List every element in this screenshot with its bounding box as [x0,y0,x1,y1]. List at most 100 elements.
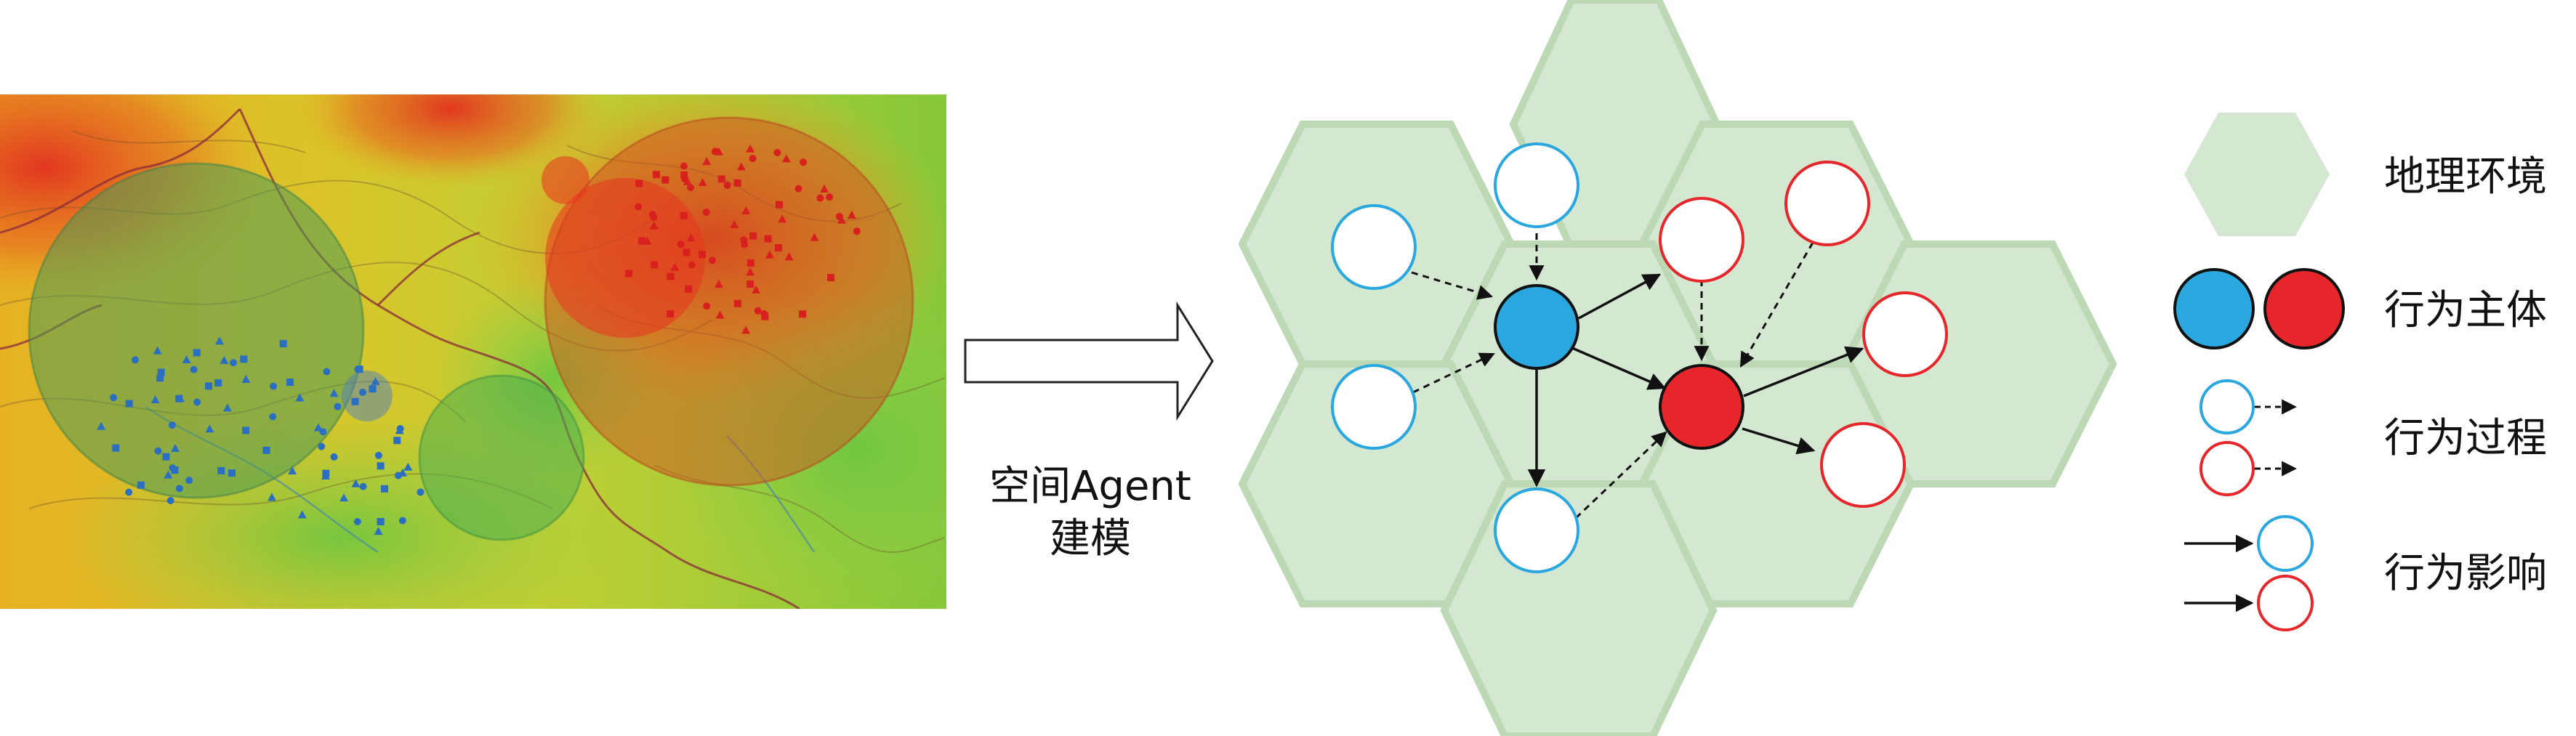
legend-process-blue-icon [2199,379,2255,434]
blue-actor-point [318,442,326,450]
red-actor-point [781,154,791,163]
blue-actor-point [377,462,385,470]
blue-actor-point [230,359,238,367]
red-actor-point [765,250,774,259]
blue-actor-point [267,493,277,501]
blue-actor-point [154,447,162,455]
blue-actor-point [164,470,173,479]
blue-actor-point [262,446,270,454]
blue-actor-point [240,355,248,363]
blue-actor-point [395,426,404,434]
red-actor-point [717,175,725,183]
red-actor-point [638,237,646,245]
legend-actor-label: 行为主体 [2384,287,2547,334]
red-actor-point [746,144,755,153]
red-actor-point [746,259,754,267]
red-actor-point [667,272,675,280]
red-actor-point [715,280,724,288]
red-actor-point [773,149,781,157]
blue-actor-point [137,481,145,489]
blue-actor-point [374,451,382,459]
arrow-blue-to-red-main [1571,347,1667,390]
arrow-blue-to-red1 [1578,273,1662,320]
red-actor-point [835,212,843,220]
red-actor-point [826,193,834,201]
red-actor-point [702,209,710,217]
blue-actor-point [193,349,201,357]
blue-actor-point [228,469,236,477]
red-actor-point [800,158,808,166]
red-actor-point [715,310,725,319]
red-actor-point [733,179,741,187]
hollow-right-arrow-icon [964,301,1214,421]
red-actor-point [754,307,762,315]
red-actor-point [667,310,675,318]
dashed-blue-lowleft-to-blue [1412,352,1495,394]
blue-actor-point [157,368,165,376]
red-actor-point [733,299,741,307]
red-actor-point [709,256,717,264]
red-actor-point [688,261,696,269]
blue-actor-point [131,356,139,364]
blue-agent-hollow-lowleft [1331,364,1417,450]
red-actor-point [699,251,707,259]
red-actor-point [764,235,772,243]
blue-actor-point [270,382,278,390]
legend-geo-env-label: 地理环境 [2384,153,2547,201]
red-actor-point [723,182,731,190]
red-actor-point [677,240,685,248]
arrow-red-to-red-right [1743,346,1864,397]
red-actor-point [680,211,688,219]
red-actor-point [776,201,784,209]
red-actor-point [687,184,695,192]
red-actor-point [650,213,658,221]
red-actor-point [683,248,691,256]
blue-agent-hollow-top [1494,142,1579,228]
red-actor-point [810,232,819,241]
red-actor-point [778,214,787,223]
blue-actor-point [205,424,214,433]
blue-actor-point [393,437,401,445]
blue-actor-point [377,518,385,526]
red-actor-point [853,227,861,235]
blue-actor-point [125,488,133,496]
dashed-blue-bottom-to-red [1574,431,1667,519]
red-agent-main [1659,364,1744,450]
legend-influence-label: 行为影响 [2384,550,2547,597]
red-actor-point [749,155,757,163]
blue-actor-point [295,393,305,402]
red-actor-point [680,171,688,179]
blue-actor-point [269,413,277,421]
red-actor-point [799,310,807,318]
blue-actor-point [156,374,164,382]
blue-actor-point [398,468,408,477]
blue-actor-point [153,346,162,355]
blue-actor-point [323,368,331,376]
red-agent-hollow-upper [1784,161,1870,246]
blue-actor-point [220,355,229,364]
green-zone-circle [418,374,585,541]
blue-actor-point [351,397,359,405]
blue-actor-point [355,365,363,373]
blue-actor-point [214,379,222,387]
red-actor-point [661,176,669,184]
red-actor-point [794,185,802,193]
blue-actor-point [359,482,367,490]
dashed-red-upper-to-red [1739,242,1814,368]
blue-actor-point [185,477,193,485]
red-agent-hollow-right [1862,291,1948,377]
blue-actor-zone [28,162,365,499]
legend-influence-red-icon [2257,575,2314,631]
red-actor-point [816,194,824,202]
red-actor-point [827,274,835,282]
blue-actor-point [403,462,413,471]
blue-actor-point [222,403,232,412]
blue-actor-point [319,428,327,436]
red-small-zone [542,156,589,204]
blue-actor-point [242,426,250,434]
blue-actor-point [339,493,349,502]
blue-actor-point [175,394,185,403]
blue-actor-point [168,421,176,429]
red-actor-point [847,210,856,219]
red-actor-point [698,178,707,187]
